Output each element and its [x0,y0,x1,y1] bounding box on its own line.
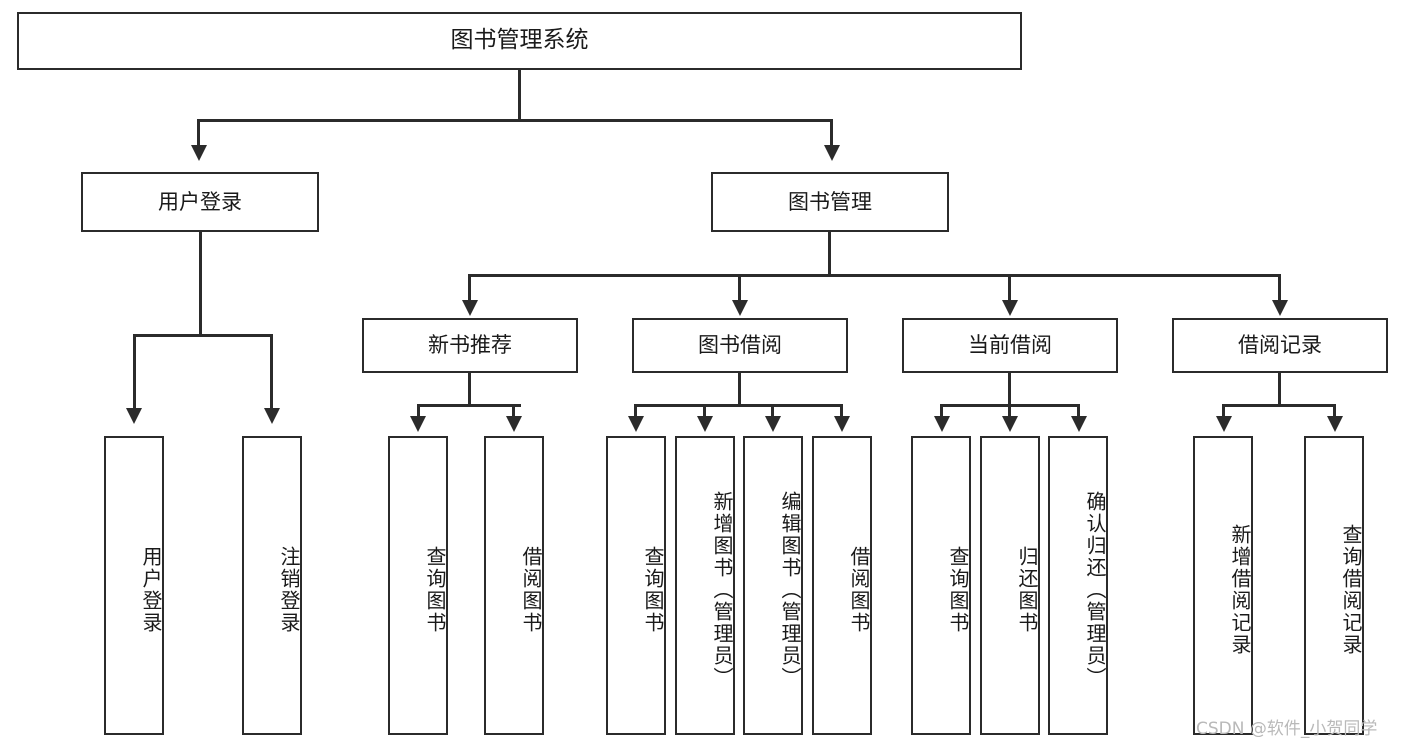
leaf-query-borrow-record[interactable]: 查询借阅记录 [1304,436,1364,735]
connector-bm-to-book-borrow [738,274,741,302]
node-user-login[interactable]: 用户登录 [81,172,319,232]
arrow-to-leaf-add-record [1216,416,1232,432]
node-book-borrowing[interactable]: 图书借阅 [632,318,848,373]
leaf-query-book-current[interactable]: 查询图书 [911,436,971,735]
arrow-to-borrow-record [1272,300,1288,316]
connector-bb-to-leaf2 [703,404,706,418]
connector-cb-stem [1008,373,1011,406]
node-book-management[interactable]: 图书管理 [711,172,949,232]
connector-bb-bus [634,404,842,407]
connector-root-to-user-login [197,119,200,147]
arrow-to-leaf-logout [264,408,280,424]
connector-cb-to-leaf3 [1077,404,1080,418]
node-label: 图书借阅 [698,333,782,358]
arrow-to-leaf-query-book-c [934,416,950,432]
connector-book-manage-bus [468,274,1280,277]
node-label: 图书管理系统 [450,27,589,54]
arrow-to-leaf-query-book-a [410,416,426,432]
node-label: 借阅图书 [519,545,543,634]
arrow-to-book-manage [824,145,840,161]
connector-bm-to-current-borrow [1008,274,1011,302]
node-label: 新书推荐 [428,333,512,358]
leaf-user-login[interactable]: 用户登录 [104,436,164,735]
leaf-return-book[interactable]: 归还图书 [980,436,1040,735]
connector-bb-to-leaf4 [840,404,843,418]
leaf-logout[interactable]: 注销登录 [242,436,302,735]
arrow-to-new-book-rec [462,300,478,316]
connector-bb-to-leaf3 [771,404,774,418]
node-label: 查询图书 [423,545,447,634]
connector-root-bus [197,119,833,122]
node-label: 当前借阅 [968,333,1052,358]
csdn-watermark: CSDN @软件_小贺同学 [1196,719,1378,739]
arrow-to-leaf-edit-book [765,416,781,432]
arrow-to-leaf-confirm-return [1071,416,1087,432]
leaf-add-borrow-record[interactable]: 新增借阅记录 [1193,436,1253,735]
arrow-to-leaf-borrow-book-a [506,416,522,432]
node-label: 归还图书 [1015,545,1039,634]
leaf-add-book-admin[interactable]: 新增图书（管理员） [675,436,735,735]
node-label: 借阅记录 [1238,333,1322,358]
leaf-confirm-return-admin[interactable]: 确认归还（管理员） [1048,436,1108,735]
connector-bm-to-borrow-record [1278,274,1281,302]
leaf-query-book-new-rec[interactable]: 查询图书 [388,436,448,735]
node-borrowing-record[interactable]: 借阅记录 [1172,318,1388,373]
connector-cb-to-leaf2 [1008,404,1011,418]
arrow-to-current-borrow [1002,300,1018,316]
leaf-edit-book-admin[interactable]: 编辑图书（管理员） [743,436,803,735]
node-label: 图书管理 [788,189,872,214]
node-current-borrowing[interactable]: 当前借阅 [902,318,1118,373]
leaf-query-book-borrow[interactable]: 查询图书 [606,436,666,735]
connector-user-login-stem [199,232,202,336]
arrow-to-leaf-borrow-book-b [834,416,850,432]
arrow-to-leaf-user-login [126,408,142,424]
arrow-to-book-borrow [732,300,748,316]
node-label: 编辑图书（管理员） [778,490,802,689]
node-label: 新增图书（管理员） [710,490,734,689]
node-label: 确认归还（管理员） [1083,490,1107,689]
node-label: 新增借阅记录 [1228,523,1252,656]
connector-user-login-bus [133,334,273,337]
connector-cb-to-leaf1 [940,404,943,418]
arrow-to-leaf-query-book-b [628,416,644,432]
node-label: 查询图书 [641,545,665,634]
leaf-borrow-book-new-rec[interactable]: 借阅图书 [484,436,544,735]
connector-user-login-to-leaf1 [133,334,136,410]
node-label: 注销登录 [277,545,301,634]
node-root-book-management-system[interactable]: 图书管理系统 [17,12,1022,70]
connector-root-to-book-manage [830,119,833,147]
connector-nbr-to-leaf2 [512,404,515,418]
arrow-to-leaf-return-book [1002,416,1018,432]
arrow-to-leaf-add-book [697,416,713,432]
connector-nbr-bus [417,404,521,407]
connector-br-to-leaf2 [1333,404,1336,418]
connector-root-stem [518,70,521,120]
node-new-book-recommendation[interactable]: 新书推荐 [362,318,578,373]
node-label: 用户登录 [158,189,242,214]
node-label: 查询图书 [946,545,970,634]
leaf-borrow-book-borrow[interactable]: 借阅图书 [812,436,872,735]
arrow-to-leaf-query-record [1327,416,1343,432]
connector-user-login-to-leaf2 [270,334,273,410]
connector-book-manage-stem [828,232,831,276]
arrow-to-user-login [191,145,207,161]
connector-nbr-to-leaf1 [417,404,420,418]
connector-bb-to-leaf1 [634,404,637,418]
connector-br-stem [1278,373,1281,406]
connector-br-bus [1222,404,1336,407]
connector-bb-stem [738,373,741,406]
node-label: 用户登录 [139,545,163,634]
connector-br-to-leaf1 [1222,404,1225,418]
node-label: 查询借阅记录 [1339,523,1363,656]
node-label: 借阅图书 [847,545,871,634]
connector-nbr-stem [468,373,471,406]
connector-bm-to-new-book [468,274,471,302]
